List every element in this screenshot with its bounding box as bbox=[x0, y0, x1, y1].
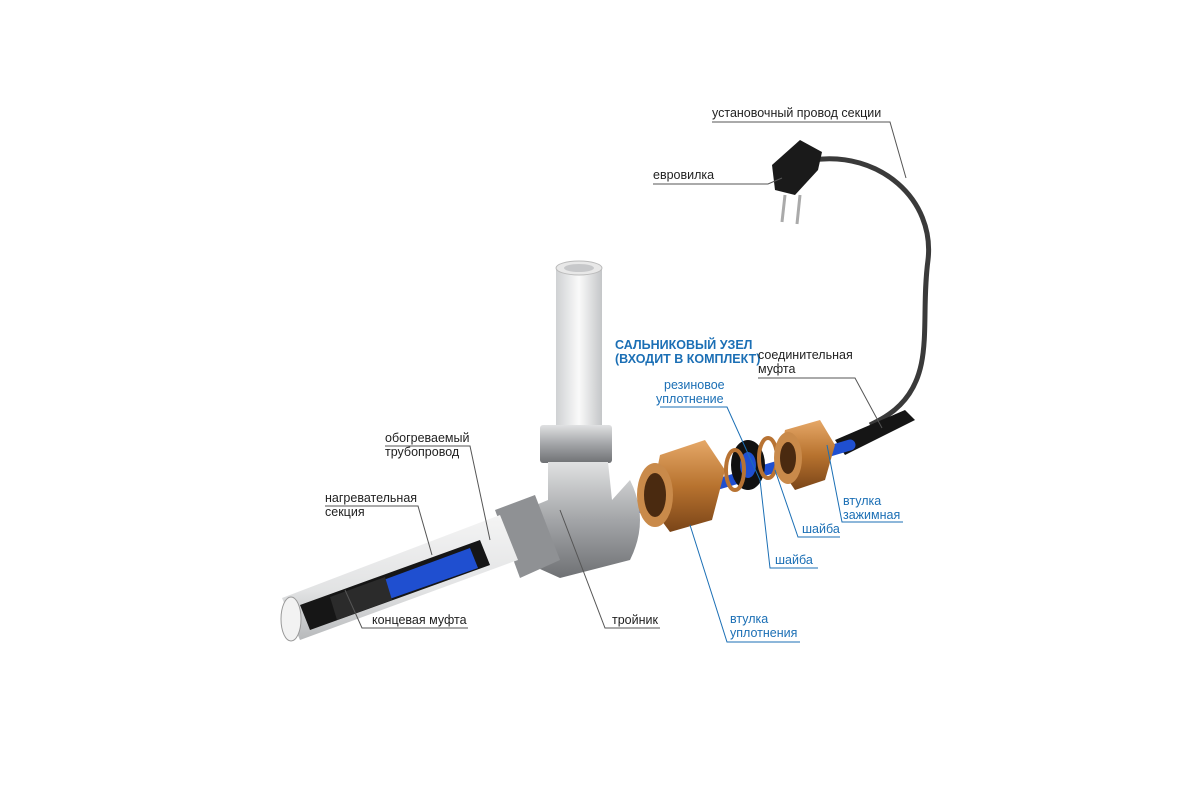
heated-pipe-label-line2: трубопровод bbox=[385, 445, 460, 459]
rubber-seal-label-line1: резиновое bbox=[664, 378, 725, 392]
rubber-seal-label-line2: уплотнение bbox=[656, 392, 724, 406]
washer-label-upper: шайба bbox=[802, 522, 840, 536]
gland-title-line1: САЛЬНИКОВЫЙ УЗЕЛ bbox=[615, 338, 753, 352]
vertical-pipe bbox=[556, 268, 602, 433]
washer bbox=[724, 448, 746, 492]
heating-section-label-line1: нагревательная bbox=[325, 491, 418, 505]
clamp-sleeve bbox=[774, 420, 835, 490]
install-wire bbox=[811, 156, 932, 428]
seal-sleeve-label-line1: втулка bbox=[730, 612, 769, 626]
tee-label: тройник bbox=[612, 613, 658, 627]
clamp-sleeve-label-line1: втулка bbox=[843, 494, 882, 508]
end-coupling-label: концевая муфта bbox=[372, 613, 467, 627]
clamp-sleeve-label-line2: зажимная bbox=[843, 508, 901, 522]
install-wire-label: установочный провод секции bbox=[712, 106, 882, 120]
tee-fitting bbox=[495, 425, 640, 578]
connector-label-line1: соединительная bbox=[758, 348, 853, 362]
euro-plug-label: евровилка bbox=[653, 168, 715, 182]
washer-label-lower: шайба bbox=[775, 553, 813, 567]
leader-lines bbox=[325, 121, 907, 643]
connector-label-line2: муфта bbox=[758, 362, 796, 376]
euro-plug bbox=[772, 140, 822, 225]
seal-sleeve bbox=[637, 440, 725, 532]
gland-title-line2: (ВХОДИТ В КОМПЛЕКТ) bbox=[615, 352, 761, 366]
seal-sleeve-label-line2: уплотнения bbox=[730, 626, 798, 640]
heated-pipe-label-line1: обогреваемый bbox=[385, 431, 470, 445]
heating-section-label-line2: секция bbox=[325, 505, 365, 519]
